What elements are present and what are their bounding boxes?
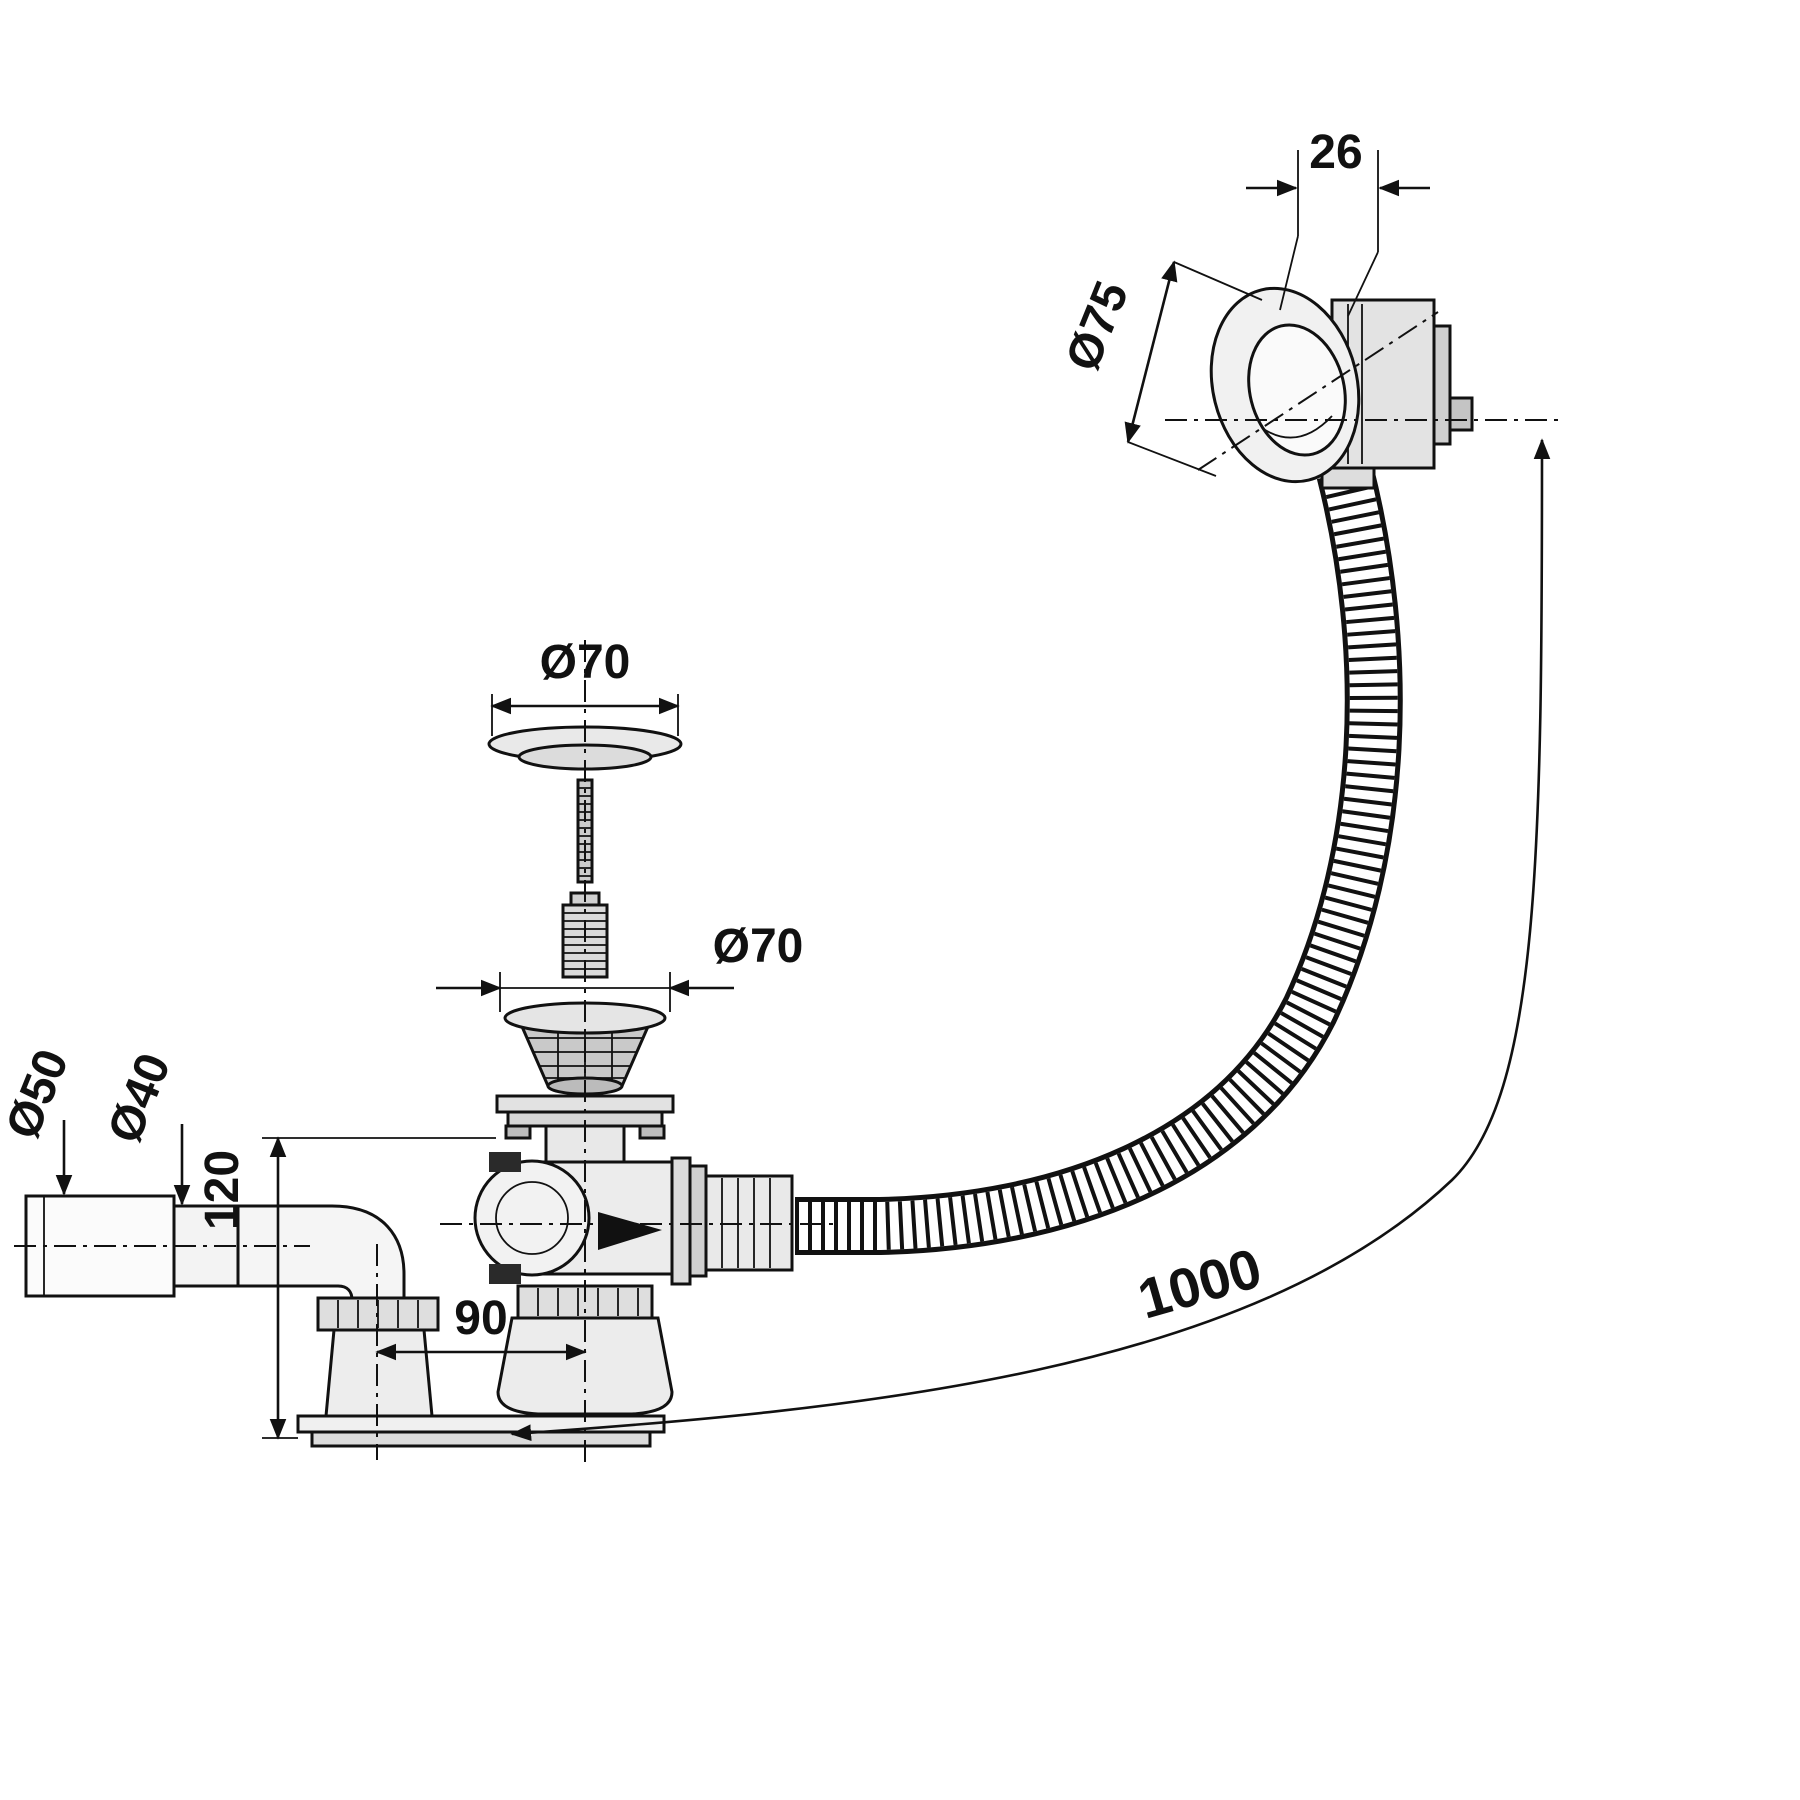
dim-label-d70-strainer: Ø70	[713, 920, 804, 973]
dim-26: 26	[1246, 126, 1430, 317]
dim-label-d50: Ø50	[0, 1042, 79, 1146]
elbow-housing	[324, 1328, 434, 1418]
corrugated-hose	[795, 464, 1403, 1255]
base-plate	[296, 1414, 666, 1448]
elbow-bend	[236, 1204, 406, 1302]
dim-label-26: 26	[1309, 126, 1362, 179]
dim-label-d70-plug: Ø70	[540, 636, 631, 689]
dim-label-90: 90	[454, 1292, 507, 1345]
dim-label-1000: 1000	[1131, 1236, 1268, 1331]
hose-coupling	[670, 1156, 794, 1286]
dim-label-d75: Ø75	[1056, 274, 1139, 378]
overflow-head	[1209, 286, 1474, 490]
dim-d50: Ø50	[0, 1042, 79, 1196]
dim-label-d40: Ø40	[98, 1046, 181, 1150]
dim-d70-strainer: Ø70	[436, 920, 803, 1012]
dim-label-120: 120	[196, 1150, 249, 1230]
overflow-back-plate	[1432, 324, 1452, 446]
tee-clip-top	[489, 1152, 521, 1172]
tee-clip-bottom	[489, 1264, 521, 1284]
dim-d40: Ø40	[98, 1046, 191, 1206]
drain-tee	[473, 1122, 674, 1416]
overflow-cable-tab	[1448, 396, 1474, 432]
dim-120: 120	[196, 1136, 496, 1440]
tee-dome	[473, 1159, 591, 1277]
